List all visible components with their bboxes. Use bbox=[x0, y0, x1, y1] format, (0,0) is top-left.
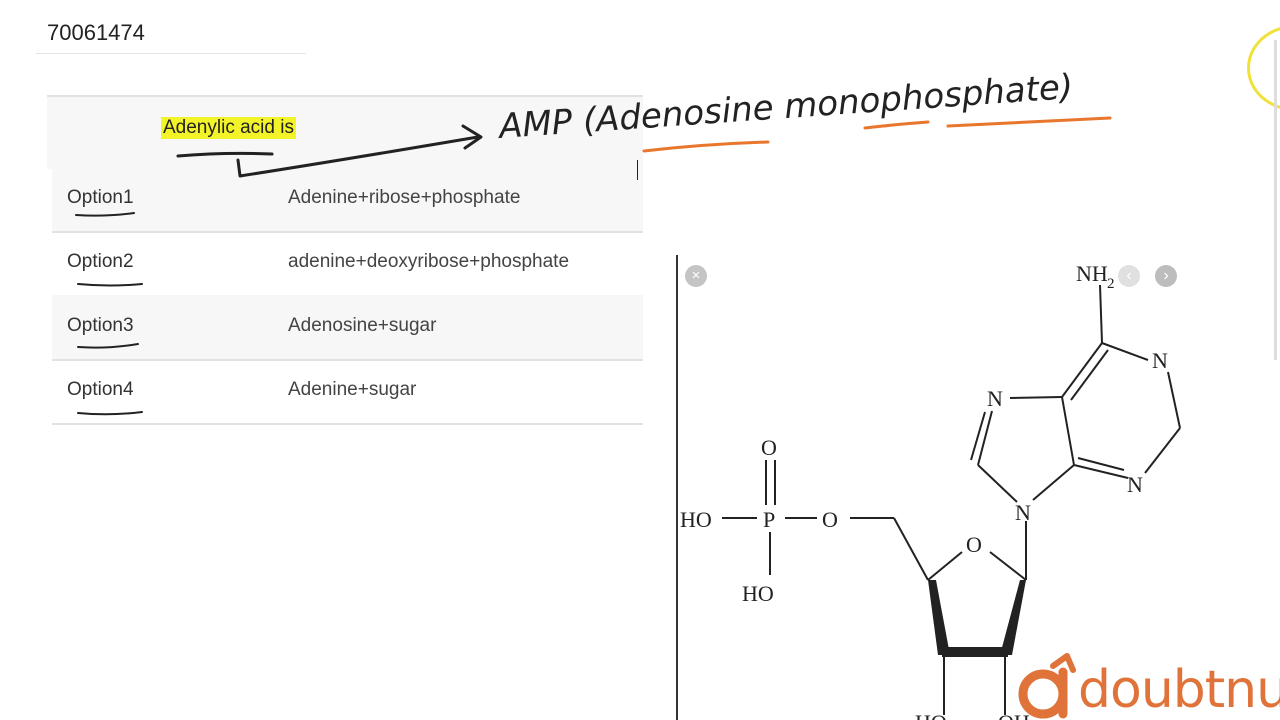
close-icon[interactable]: × bbox=[685, 265, 707, 287]
question-id: 70061474 bbox=[47, 20, 145, 45]
orange-underline-phosphate bbox=[946, 116, 1112, 128]
question-row bbox=[47, 97, 643, 169]
option-row-2[interactable]: Option2 adenine+deoxyribose+phosphate bbox=[52, 231, 643, 297]
orange-underline-mono bbox=[863, 120, 930, 130]
prev-arrow-icon[interactable]: ‹ bbox=[1118, 265, 1140, 287]
scrollbar[interactable] bbox=[1274, 40, 1277, 360]
question-text: Adenylic acid is bbox=[161, 117, 296, 139]
brand-name: doubtnut bbox=[1078, 660, 1280, 720]
option-text: Adenine+ribose+phosphate bbox=[288, 187, 521, 208]
option-label: Option1 bbox=[67, 187, 134, 208]
viewer-border bbox=[676, 255, 678, 720]
option-label: Option2 bbox=[67, 251, 134, 272]
next-arrow-icon[interactable]: › bbox=[1155, 265, 1177, 287]
orange-underline-adenosine bbox=[642, 140, 770, 153]
divider bbox=[36, 53, 306, 54]
option-label: Option3 bbox=[67, 315, 134, 336]
option-row-1[interactable]: Option1 Adenine+ribose+phosphate bbox=[52, 167, 643, 233]
option-row-4[interactable]: Option4 Adenine+sugar bbox=[52, 359, 643, 425]
text-cursor bbox=[637, 160, 638, 180]
option-row-3[interactable]: Option3 Adenosine+sugar bbox=[52, 295, 643, 361]
option-text: Adenosine+sugar bbox=[288, 315, 437, 336]
option-text: Adenine+sugar bbox=[288, 379, 417, 400]
option-label: Option4 bbox=[67, 379, 134, 400]
table-top-border bbox=[47, 95, 643, 97]
option-text: adenine+deoxyribose+phosphate bbox=[288, 251, 570, 272]
structure-viewer bbox=[676, 255, 1280, 720]
doubtnut-logo-icon bbox=[1018, 653, 1076, 719]
